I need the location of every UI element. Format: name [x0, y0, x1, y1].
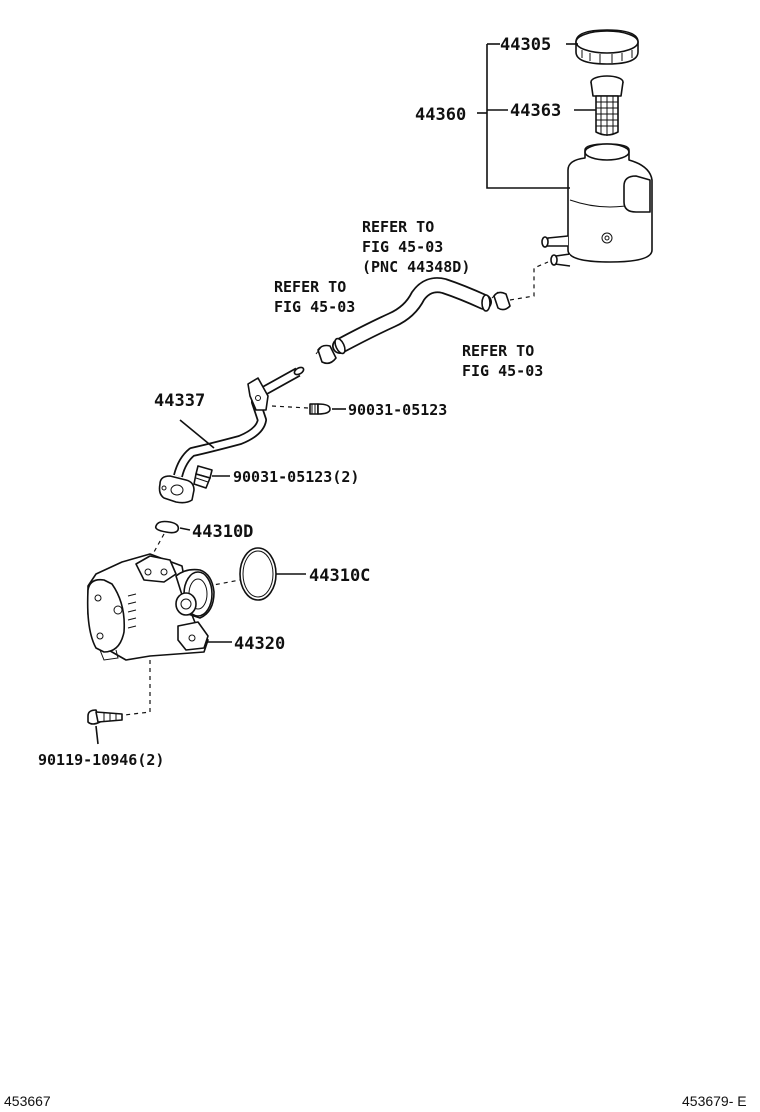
label-90119-10946-2: 90119-10946(2) — [38, 751, 164, 769]
ref1-line2: FIG 45-03 — [362, 238, 443, 256]
label-44305: 44305 — [500, 35, 551, 55]
label-44337: 44337 — [154, 391, 205, 411]
ref1-line1: REFER TO — [362, 218, 434, 236]
label-44320: 44320 — [234, 634, 285, 654]
ref2-line2: FIG 45-03 — [274, 298, 355, 316]
ref2-line1: REFER TO — [274, 278, 346, 296]
bolt-90031-single — [309, 403, 331, 415]
footer-left-code: 453667 — [4, 1093, 51, 1109]
dash-bolt-single — [271, 405, 309, 409]
label-44310c: 44310C — [309, 566, 370, 586]
ref3-line1: REFER TO — [462, 342, 534, 360]
leader-90119 — [95, 725, 99, 745]
label-90031-05123: 90031-05123 — [348, 401, 447, 419]
bolt-90119 — [87, 709, 123, 725]
leader-44337 — [179, 419, 215, 449]
ref1-line3: (PNC 44348D) — [362, 258, 470, 276]
reservoir-cap — [575, 29, 639, 65]
dash-oring-to-pump — [153, 533, 165, 553]
label-90031-05123-2: 90031-05123(2) — [233, 468, 359, 486]
dash-pump-to-bolt — [115, 660, 151, 717]
leader-44310d — [179, 527, 191, 531]
reservoir-tank — [541, 143, 653, 267]
bolt-90031-pair — [193, 465, 213, 489]
dash-hose-to-tank — [509, 261, 549, 301]
label-44310d: 44310D — [192, 522, 253, 542]
reservoir-strainer — [590, 75, 624, 136]
label-44363: 44363 — [510, 101, 561, 121]
hose-clamp-left — [315, 344, 337, 365]
footer-right-code: 453679- E — [682, 1093, 747, 1109]
power-steering-pump — [86, 553, 215, 661]
o-ring-small — [154, 520, 180, 534]
dash-oring-to-pulley — [207, 579, 241, 587]
leader-reservoir-group — [477, 43, 596, 189]
label-44360: 44360 — [415, 105, 466, 125]
o-ring-large — [239, 547, 277, 601]
ref3-line2: FIG 45-03 — [462, 362, 543, 380]
return-hose — [332, 277, 492, 355]
suction-pipe — [158, 366, 305, 504]
hose-clamp-right — [491, 291, 511, 311]
